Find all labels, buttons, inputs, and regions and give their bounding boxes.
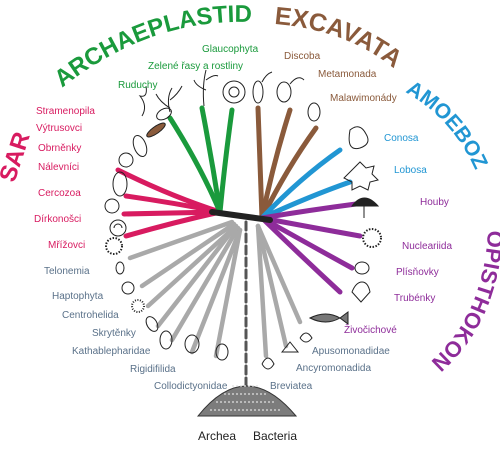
taxon-ancyromonadida: Ancyromonadida: [296, 363, 371, 374]
green-plant-icon: [193, 69, 219, 107]
amoeba-icon: [343, 161, 379, 191]
taxon-lobosa: Lobosa: [394, 165, 427, 176]
taxon-glaucophyta: Glaucophyta: [202, 44, 259, 55]
branches-excavata: [255, 105, 319, 221]
supergroup-excavata: EXCAVATA: [273, 2, 407, 73]
cercozoa-icon: [104, 198, 120, 214]
taxon-obrnenky: Obrněnky: [38, 143, 81, 154]
taxon-labels: Stramenopila Výtrusovci Obrněnky Nálevní…: [34, 44, 452, 392]
glaucophyte-icon: [222, 80, 246, 104]
branches-other: [127, 219, 303, 359]
kathablepharid-icon: [159, 330, 173, 350]
nucleariid-icon: [362, 228, 382, 248]
taxon-skrytenky: Skrytěnky: [92, 328, 136, 339]
centrohelida-icon: [131, 299, 145, 313]
foraminifera-icon: [109, 219, 127, 237]
taxon-houby: Houby: [420, 197, 449, 208]
taxon-haptophyta: Haptophyta: [52, 291, 104, 302]
taxon-kathablepharidae: Kathablepharidae: [72, 346, 151, 357]
branches-amoebozoa: [259, 147, 353, 221]
taxon-trubenky: Trubénky: [394, 293, 435, 304]
root-mound: [196, 385, 298, 417]
rigidifilida-icon: [184, 334, 200, 354]
collodictyon-icon: [215, 343, 229, 361]
taxon-telonemia: Telonemia: [44, 266, 90, 277]
apusomonad-icon: [299, 332, 313, 343]
slime-mold-icon: [348, 126, 369, 150]
ciliate-icon: [112, 171, 128, 197]
telonemia-icon: [115, 261, 125, 275]
dinoflagellate-icon: [118, 152, 134, 168]
choanoflagellate-icon: [351, 281, 371, 303]
taxon-stramenopila: Stramenopila: [36, 106, 95, 117]
taxon-breviatea: Breviatea: [270, 381, 313, 392]
seaweed-icon: [138, 85, 147, 117]
taxon-vytrusovci: Výtrusovci: [36, 123, 82, 134]
taxon-zelene-rasy: Zelené řasy a rostliny: [148, 61, 243, 72]
taxon-rigidifilida: Rigidifilida: [130, 364, 176, 375]
euglena-icon: [252, 80, 264, 104]
stramenopila-cell-icon: [156, 107, 172, 121]
mushroom-icon: [350, 197, 380, 218]
organism-sketches: [104, 69, 382, 370]
breviate-icon: [261, 357, 275, 370]
taxon-discoba: Discoba: [284, 51, 321, 62]
taxon-dirkonosci: Dírkonošci: [34, 214, 81, 225]
red-algae-icon: [155, 85, 183, 113]
taxon-conosa: Conosa: [384, 133, 419, 144]
apicomplexa-icon: [132, 134, 148, 158]
taxon-nalevnici: Nálevníci: [38, 162, 79, 173]
label-archea: Archea: [198, 429, 236, 443]
taxon-collodictyonidae: Collodictyonidae: [154, 381, 228, 392]
taxon-nucleariida: Nucleariida: [402, 241, 452, 252]
glaucophyte-inner-icon: [228, 86, 240, 98]
tree-branches: [115, 105, 363, 394]
cryptophyta-icon: [145, 316, 159, 332]
flagella-icon: [261, 71, 305, 85]
supergroup-sar: SAR: [0, 129, 36, 186]
diatom-icon: [146, 122, 166, 138]
taxon-ruduchy: Ruduchy: [118, 80, 157, 91]
taxon-metamonada: Metamonada: [318, 69, 377, 80]
ancyromonad-icon: [280, 341, 300, 353]
taxon-mrizovci: Mřížovci: [48, 240, 85, 251]
branches-opisthokonta: [259, 201, 363, 295]
radiolaria-icon: [105, 237, 123, 255]
malawimonas-icon: [307, 102, 321, 122]
branches-archaeplastida: [167, 105, 235, 215]
tree-trunk: [209, 209, 273, 223]
taxon-zivocichove: Živočichové: [344, 323, 397, 336]
taxon-centrohelida: Centrohelida: [62, 310, 119, 321]
chytrid-icon: [354, 261, 370, 275]
giardia-icon: [276, 81, 292, 103]
taxon-plisnovky: Plísňovky: [396, 267, 439, 278]
taxon-malawimonady: Malawimonády: [330, 93, 397, 104]
taxon-apusomonadidae: Apusomonadidae: [312, 346, 390, 357]
haptophyta-icon: [121, 281, 135, 295]
taxon-cercozoa: Cercozoa: [38, 188, 81, 199]
label-bacteria: Bacteria: [253, 429, 297, 443]
fish-icon: [308, 311, 349, 325]
